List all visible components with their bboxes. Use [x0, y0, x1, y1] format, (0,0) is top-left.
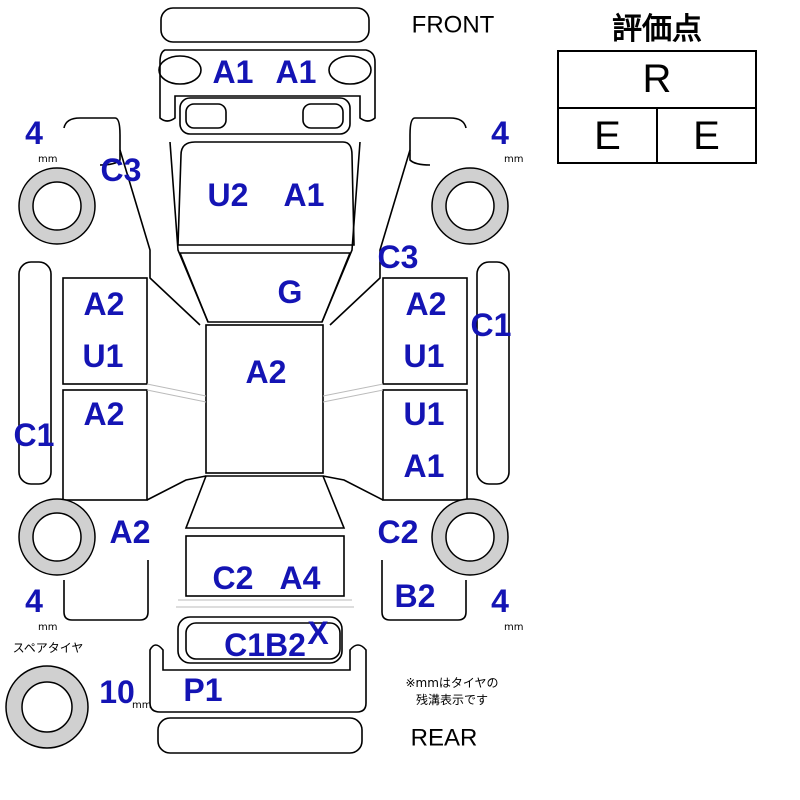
- mm-unit: mm: [38, 154, 57, 165]
- damage-rear-bumper: P1: [183, 672, 222, 708]
- mm-unit: mm: [504, 622, 523, 633]
- damage-trunk-2: A4: [280, 560, 321, 596]
- tire-depth-front-left: 4: [25, 115, 43, 151]
- mm-unit: mm: [504, 154, 523, 165]
- tire-front-right: [431, 167, 509, 245]
- spare-tire: [5, 665, 89, 749]
- grade-table: R E E: [557, 50, 757, 164]
- front-label: FRONT: [412, 12, 495, 39]
- tire-depth-front-right: 4: [491, 115, 509, 151]
- tire-rear-left: [18, 498, 96, 576]
- mm-unit: mm: [132, 700, 151, 711]
- grade-interior: E: [559, 109, 658, 164]
- damage-hood-2: A1: [284, 177, 325, 213]
- damage-right-front-door-1: A2: [406, 286, 447, 322]
- damage-right-rear-door-2: A1: [404, 448, 445, 484]
- tire-depth-spare: 10: [99, 674, 135, 710]
- grade-title: 評価点: [612, 13, 702, 46]
- damage-left-front-fender: C3: [101, 152, 142, 188]
- tire-depth-rear-left: 4: [25, 583, 43, 619]
- mm-unit: mm: [38, 622, 57, 633]
- tire-depth-rear-right: 4: [491, 583, 509, 619]
- damage-right-sill: C1: [471, 307, 512, 343]
- spare-tire-label: スペアタイヤ: [13, 641, 84, 655]
- damage-rear-panel-1: C1B2: [224, 627, 306, 663]
- tire-rear-right: [431, 498, 509, 576]
- damage-right-front-fender: C3: [378, 239, 419, 275]
- damage-left-front-door-1: A2: [84, 286, 125, 322]
- note-line-2: 残溝表示です: [416, 693, 488, 707]
- tire-front-left: [18, 167, 96, 245]
- damage-windshield: G: [278, 274, 303, 310]
- damage-hood-1: U2: [208, 177, 249, 213]
- damage-left-rear-door: A2: [84, 396, 125, 432]
- grade-exterior: E: [693, 114, 720, 158]
- damage-right-quarter: B2: [395, 578, 436, 614]
- damage-right-front-door-2: U1: [404, 338, 445, 374]
- grade-overall: R: [559, 52, 755, 109]
- damage-roof: A2: [246, 354, 287, 390]
- damage-front-bumper-2: A1: [276, 54, 317, 90]
- damage-left-sill: C1: [14, 417, 55, 453]
- note-line-1: ※mmはタイヤの: [405, 676, 498, 690]
- damage-right-rear-door-1: U1: [404, 396, 445, 432]
- damage-left-rear-fender: A2: [110, 514, 151, 550]
- damage-right-rear-fender: C2: [378, 514, 419, 550]
- damage-left-front-door-2: U1: [83, 338, 124, 374]
- rear-label: REAR: [411, 725, 478, 752]
- damage-front-bumper-1: A1: [213, 54, 254, 90]
- damage-trunk-1: C2: [213, 560, 254, 596]
- car-outline: [18, 7, 510, 754]
- damage-rear-panel-2: X: [307, 615, 329, 651]
